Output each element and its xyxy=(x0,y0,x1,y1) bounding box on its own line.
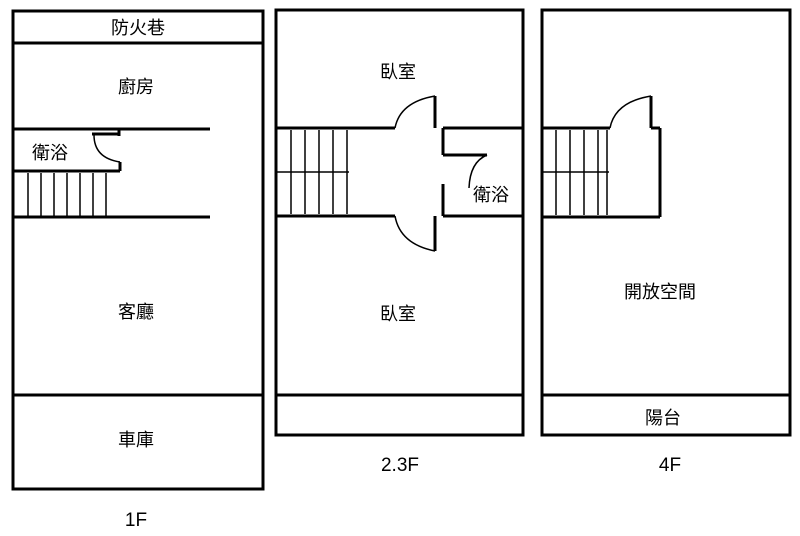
staircase-4f xyxy=(542,130,609,215)
bedroom-rear-label: 臥室 xyxy=(380,304,416,325)
bathroom-door-swing xyxy=(93,134,121,163)
floor-2-3f-outline xyxy=(274,8,525,437)
floor-plan-1f: 防火巷 廚房 衛浴 客廳 車庫 1F xyxy=(11,9,265,531)
open-space-label: 開放空間 xyxy=(624,282,696,303)
staircase-2-3f xyxy=(276,130,349,214)
floor-plan-4f: 開放空間 陽台 4F xyxy=(540,8,792,476)
bedroom-door-swing-top xyxy=(394,95,436,129)
bedroom-front-label: 臥室 xyxy=(380,62,416,83)
bath-door-swing xyxy=(468,154,488,189)
fire-lane-label: 防火巷 xyxy=(111,18,165,39)
floor-plan-2-3f: 臥室 衛浴 臥室 2.3F xyxy=(274,8,525,476)
living-room-label: 客廳 xyxy=(118,302,154,323)
balcony-label: 陽台 xyxy=(645,408,681,429)
bathroom-label-2-3f: 衛浴 xyxy=(473,185,509,206)
staircase-1f xyxy=(27,173,107,216)
floor-4f-outline xyxy=(540,8,792,437)
floor-label-2-3f: 2.3F xyxy=(381,455,419,476)
floor-label-4f: 4F xyxy=(659,455,681,476)
floor-label-1f: 1F xyxy=(125,510,147,531)
floor-1f-outline xyxy=(11,9,265,491)
door-swing-4f xyxy=(609,95,652,129)
bedroom-door-swing-bottom xyxy=(394,215,436,252)
garage-label: 車庫 xyxy=(118,430,154,451)
kitchen-label: 廚房 xyxy=(118,76,154,98)
bathroom-label-1f: 衛浴 xyxy=(32,143,68,164)
